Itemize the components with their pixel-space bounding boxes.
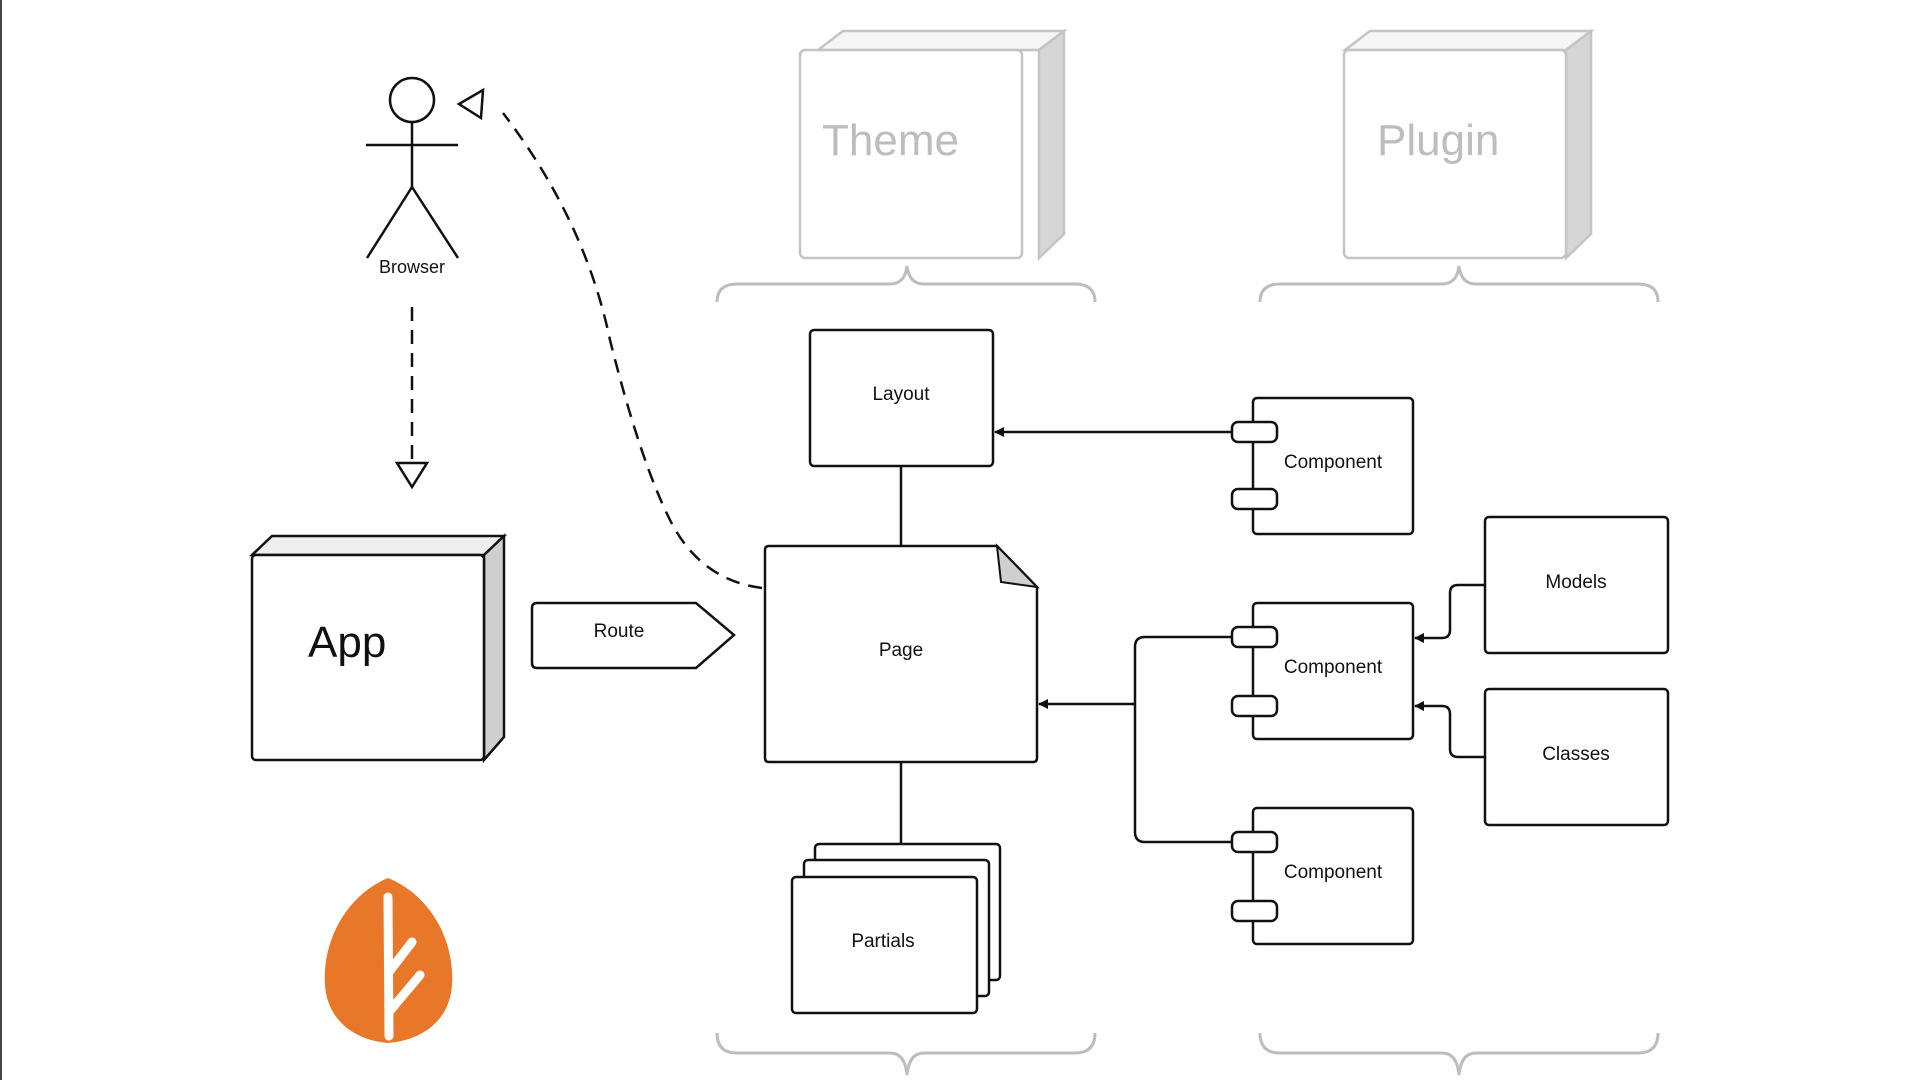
components-to-page-arrow xyxy=(1038,635,1232,844)
component-port-icon xyxy=(1230,625,1279,649)
plugin-box: Plugin xyxy=(1341,28,1595,261)
plugin-label: Plugin xyxy=(1377,116,1499,165)
leaf-icon xyxy=(324,878,453,1043)
app-node xyxy=(248,533,508,764)
route-label: Route xyxy=(594,621,645,642)
component-port-icon xyxy=(1230,420,1279,444)
page-fold-icon xyxy=(995,543,1040,589)
browser-to-app-arrow xyxy=(394,307,430,490)
classes-label: Classes xyxy=(1542,744,1610,765)
left-border xyxy=(0,0,2,1080)
plugin-brace-top xyxy=(1258,265,1660,303)
route-node xyxy=(530,601,736,670)
component-port-icon xyxy=(1230,830,1279,854)
browser-label: Browser xyxy=(379,257,445,277)
component-bottom-node xyxy=(1230,806,1415,946)
page-to-browser-arrow xyxy=(456,87,763,590)
page-label: Page xyxy=(879,640,923,661)
app-label: App xyxy=(308,618,386,667)
component-port-icon xyxy=(1230,694,1279,718)
component-bottom-label: Component xyxy=(1284,862,1383,883)
theme-brace-bottom xyxy=(715,1032,1097,1076)
component-port-icon xyxy=(1230,899,1279,923)
layout-label: Layout xyxy=(872,384,930,405)
plugin-brace-bottom xyxy=(1258,1032,1660,1076)
page-node xyxy=(763,543,1040,764)
models-to-component-arrow xyxy=(1414,583,1485,643)
component-top-node xyxy=(1230,396,1415,536)
theme-box: Theme xyxy=(798,28,1068,261)
component-mid-node xyxy=(1230,601,1415,741)
actor-head-icon xyxy=(388,76,436,124)
component-mid-label: Component xyxy=(1284,657,1383,678)
models-label: Models xyxy=(1545,572,1606,593)
component-port-icon xyxy=(1230,487,1279,511)
partials-label: Partials xyxy=(851,931,914,952)
partials-node xyxy=(790,842,1002,1015)
browser-actor xyxy=(365,76,460,259)
theme-brace-top xyxy=(715,265,1097,303)
theme-label: Theme xyxy=(822,116,959,165)
component-top-label: Component xyxy=(1284,452,1383,473)
classes-to-component-arrow xyxy=(1414,701,1485,759)
